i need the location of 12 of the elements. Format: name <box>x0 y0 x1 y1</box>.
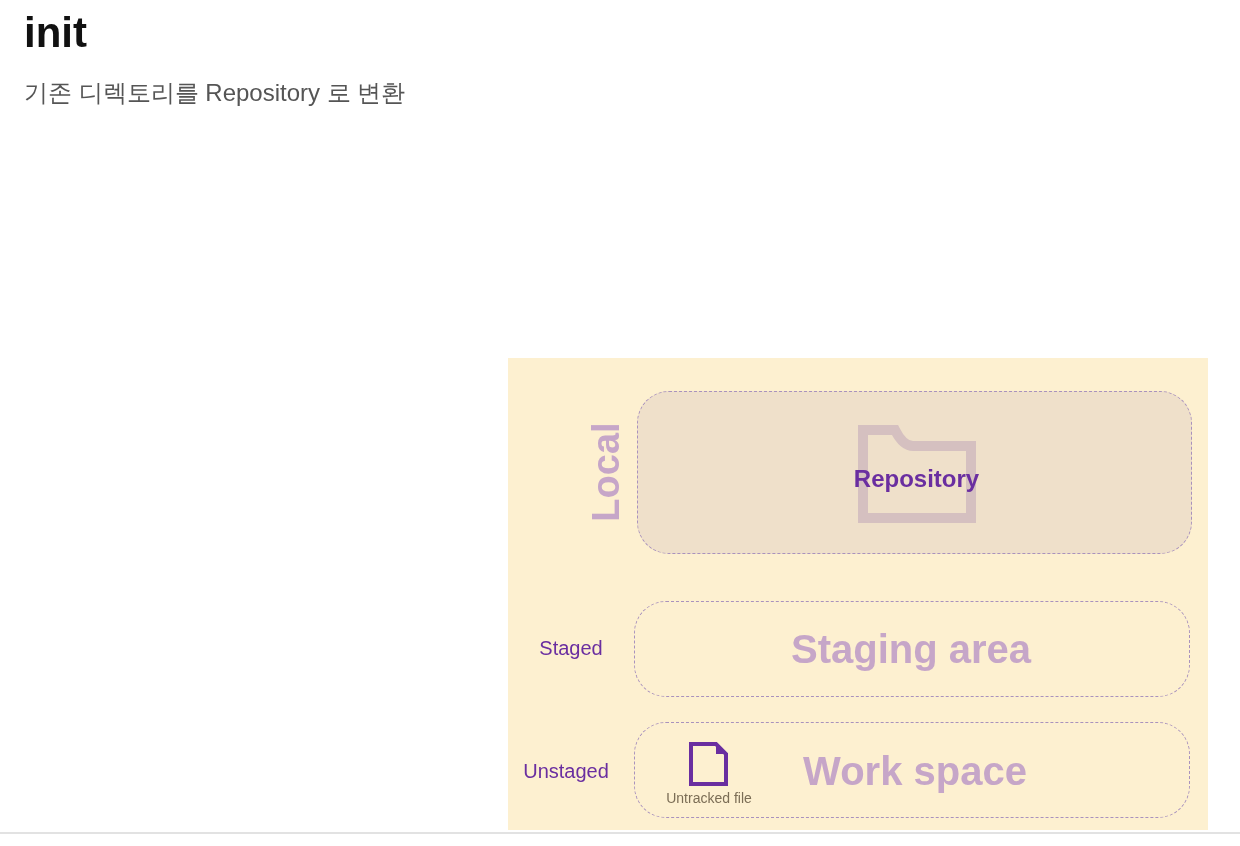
area-box <box>634 601 1190 697</box>
status-label: Staged <box>539 637 603 659</box>
page-title: init <box>24 8 87 58</box>
file-caption: Untracked file <box>666 789 752 807</box>
status-label: Unstaged <box>523 760 609 782</box>
area-label: Repository <box>853 464 980 493</box>
subtitle: 기존 디렉토리를 Repository 로 변환 <box>24 78 406 108</box>
area-box <box>634 722 1190 818</box>
area-label: Work space <box>803 748 1027 794</box>
section-heading: Local <box>586 422 628 522</box>
area-box <box>637 391 1192 554</box>
area-label: Staging area <box>790 626 1032 672</box>
